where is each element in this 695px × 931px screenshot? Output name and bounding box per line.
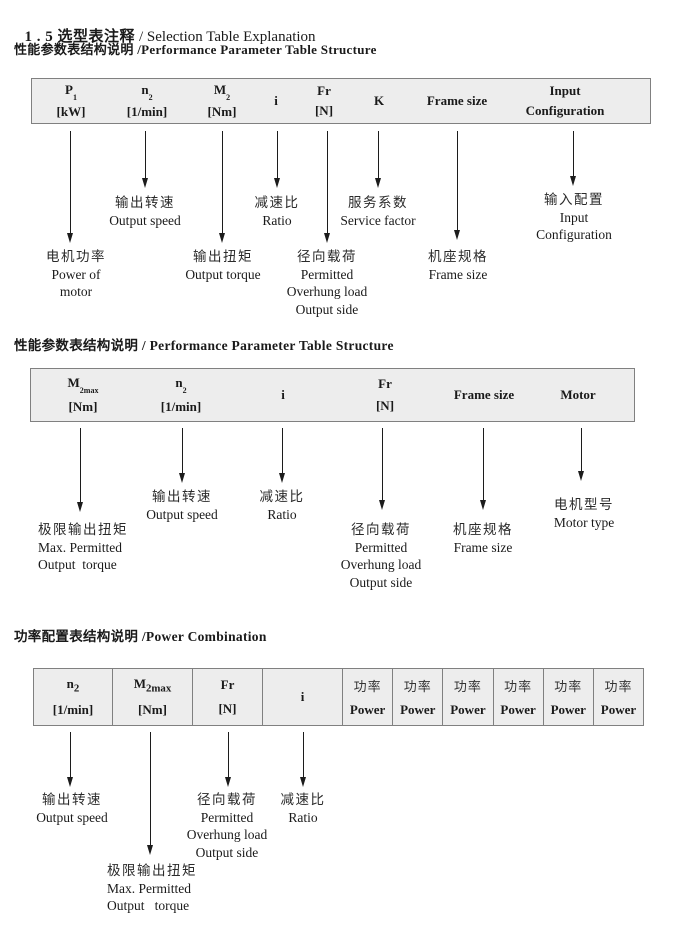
col-frame-size: Frame size [453, 387, 515, 402]
col-fr: Fr[N] [314, 83, 334, 118]
performance-table-1-header: P1[kW] n2[1/min] M2[Nm] i Fr[N] K Frame … [31, 78, 651, 124]
note-input-configuration: 输入配置 Input Configuration [536, 192, 612, 242]
note-m2max: 极限输出扭矩 Max. Permitted Output torque [38, 522, 128, 572]
arrow-frame-size [453, 131, 460, 240]
arrow-input-configuration [569, 131, 576, 186]
arrow-n2 [141, 131, 148, 188]
note-output-speed: 输出转速 Output speed [109, 195, 181, 228]
note-frame-size: 机座规格 Frame size [428, 249, 488, 282]
arrow-n2 [66, 732, 73, 787]
note-overhung-load: 径向载荷 Permitted Overhung load Output side [186, 792, 268, 860]
arrow-i [273, 131, 280, 188]
note-power-of-motor: 电机功率 Power of motor [46, 249, 106, 299]
arrow-m2max [146, 732, 153, 855]
col-fr: Fr[N] [193, 669, 263, 725]
arrow-fr [378, 428, 385, 510]
col-n2: n2[1/min] [126, 82, 168, 119]
section2-heading: 性能参数表结构说明 / Performance Parameter Table … [14, 338, 394, 353]
col-i: i [263, 669, 343, 725]
arrow-m2 [218, 131, 225, 243]
col-fr: Fr[N] [375, 375, 395, 414]
note-frame-size: 机座规格 Frame size [453, 522, 513, 555]
arrow-frame-size [479, 428, 486, 510]
note-motor-type: 电机型号 Motor type [553, 497, 615, 530]
arrow-m2max [76, 428, 83, 512]
section3-heading: 功率配置表结构说明 /Power Combination [14, 629, 267, 644]
arrow-i [278, 428, 285, 483]
note-output-speed: 输出转速 Output speed [146, 489, 218, 522]
col-motor: Motor [560, 387, 596, 402]
page-title: 1 . 5 选型表注释/ Selection Table Explanation [17, 8, 316, 46]
arrow-fr [224, 732, 231, 787]
note-ratio: 减速比 Ratio [280, 792, 326, 825]
note-overhung-load: 径向载荷 Permitted Overhung load Output side [340, 522, 422, 590]
col-i: i [281, 387, 285, 402]
col-m2: M2[Nm] [207, 82, 237, 119]
arrow-motor [577, 428, 584, 481]
arrow-n2 [178, 428, 185, 483]
arrow-p1 [66, 131, 73, 243]
arrow-i [299, 732, 306, 787]
page-title-en: / Selection Table Explanation [139, 29, 316, 45]
col-k: K [373, 93, 385, 108]
section1-heading: 性能参数表结构说明 /Performance Parameter Table S… [14, 42, 377, 57]
col-m2max: M2max[Nm] [67, 375, 99, 414]
arrow-k [374, 131, 381, 188]
note-overhung-load: 径向载荷 Permitted Overhung load Output side [286, 249, 368, 317]
col-frame-size: Frame size [426, 93, 488, 108]
note-ratio: 减速比 Ratio [259, 489, 305, 522]
col-p1: P1[kW] [56, 82, 86, 119]
page-title-zh: 1 . 5 选型表注释 [24, 29, 136, 45]
note-ratio: 减速比 Ratio [254, 195, 300, 228]
col-n2: n2[1/min] [34, 669, 113, 725]
col-n2: n2[1/min] [160, 375, 202, 414]
performance-table-2-header: M2max[Nm] n2[1/min] i Fr[N] Frame size M… [30, 368, 635, 422]
col-i: i [274, 93, 278, 108]
col-m2max: M2max[Nm] [113, 669, 193, 725]
note-m2max: 极限输出扭矩 Max. Permitted Output torque [107, 863, 197, 913]
arrow-fr [323, 131, 330, 243]
note-output-speed: 输出转速 Output speed [36, 792, 108, 825]
note-output-torque: 输出扭矩 Output torque [185, 249, 261, 282]
note-service-factor: 服务系数 Service factor [340, 195, 416, 228]
